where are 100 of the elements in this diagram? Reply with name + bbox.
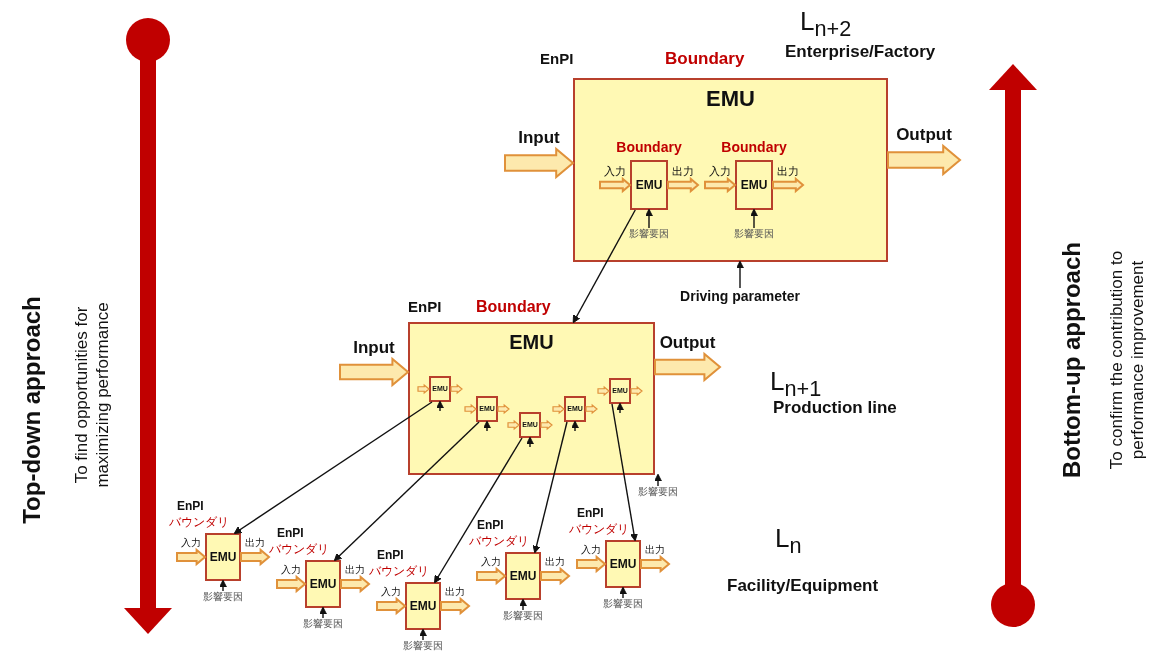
edge-label: 出力	[345, 564, 365, 576]
arrow	[736, 260, 744, 289]
enpi-label: EnPI	[408, 298, 442, 316]
emu-box	[519, 412, 541, 438]
arrow	[526, 436, 534, 448]
arrow	[233, 401, 433, 534]
arrow	[436, 400, 444, 412]
emu-box	[564, 396, 586, 422]
block-arrow	[585, 403, 598, 415]
block-arrow	[552, 403, 565, 415]
emu-label: EMU	[208, 549, 238, 565]
boundary-label: バウンダリ	[469, 534, 529, 549]
enpi-label: EnPI	[277, 526, 304, 541]
edge-label: 出力	[777, 164, 799, 178]
block-arrow	[540, 419, 553, 431]
block-arrow	[640, 554, 671, 574]
level-label: L$_{n}$	[775, 523, 802, 560]
arrow	[419, 628, 427, 641]
emu-box	[609, 378, 631, 404]
edge-label: 出力	[672, 164, 694, 178]
block-arrow	[540, 566, 571, 586]
block-arrow	[339, 356, 410, 388]
arrow	[333, 421, 480, 562]
block-arrow	[597, 385, 610, 397]
level-name: Enterprise/Factory	[785, 42, 936, 63]
edge-label: 出力	[445, 586, 465, 598]
block-arrow	[176, 547, 207, 567]
block-arrow	[667, 176, 700, 194]
boundary-label: バウンダリ	[169, 515, 229, 530]
emu-label: EMU	[408, 598, 438, 614]
arrow	[654, 473, 662, 487]
block-arrow	[576, 554, 607, 574]
block-arrow	[497, 403, 510, 415]
approach-description: To confirm the contribution to performance improvement	[1105, 249, 1148, 472]
enpi-label: EnPI	[577, 506, 604, 521]
arrow	[619, 586, 627, 599]
arrow	[572, 209, 636, 324]
edge-label: Output	[896, 124, 952, 145]
enpi-label: EnPI	[177, 499, 204, 514]
boundary-label: バウンダリ	[369, 564, 429, 579]
enpi-label: EnPI	[477, 518, 504, 533]
level-name: Facility/Equipment	[727, 576, 879, 597]
block-arrow	[476, 566, 507, 586]
block-arrow	[630, 385, 643, 397]
edge-label: 出力	[645, 544, 665, 556]
emu-label: EMU	[608, 556, 638, 572]
factor-text: 影響要因	[401, 640, 445, 654]
arrow	[616, 402, 624, 414]
edge-label: 入力	[381, 586, 401, 598]
boundary-label: バウンダリ	[269, 542, 329, 557]
boundary-label: Boundary	[615, 139, 683, 156]
boundary-label: Boundary	[665, 49, 745, 70]
enpi-label: EnPI	[377, 548, 404, 563]
block-arrow	[504, 146, 575, 180]
factor-text: 影響要因	[301, 618, 345, 632]
factor-text: 影響要因	[732, 228, 776, 242]
arrow	[483, 420, 491, 432]
block-arrow	[599, 176, 632, 194]
edge-label: 入力	[604, 164, 626, 178]
arrow	[219, 579, 227, 592]
factor-text: 影響要因	[627, 228, 671, 242]
edge-label: 入力	[581, 544, 601, 556]
emu-label: EMU	[308, 576, 338, 592]
factor-text: 影響要因	[601, 598, 645, 612]
approach-description: To find opportunities for maximizing performance	[70, 301, 113, 490]
block-arrow	[654, 351, 722, 383]
emu-label: EMU	[634, 177, 664, 193]
block-arrow	[276, 574, 307, 594]
block-arrow	[417, 383, 430, 395]
block-arrow	[340, 574, 371, 594]
factor-text: 影響要因	[501, 610, 545, 624]
arrow	[571, 420, 579, 432]
arrow	[519, 598, 527, 611]
edge-label: Input	[353, 337, 395, 358]
emu-box	[429, 376, 451, 402]
approach-title: Top-down approach	[17, 295, 46, 526]
arrow	[532, 421, 568, 554]
block-arrow	[507, 419, 520, 431]
emu-label: EMU	[739, 177, 769, 193]
edge-label: 出力	[545, 556, 565, 568]
arrow	[434, 437, 523, 584]
factor-text: 影響要因	[201, 591, 245, 605]
block-arrow	[887, 143, 962, 177]
emu-label: EMU	[508, 330, 555, 354]
block-arrow	[376, 596, 407, 616]
arrow	[750, 208, 758, 229]
arrow	[611, 403, 638, 542]
edge-label: Output	[659, 332, 716, 353]
factor-text: 影響要因	[635, 486, 681, 500]
block-arrow	[450, 383, 463, 395]
emu-box	[476, 396, 498, 422]
level-label: L$_{n+2}$	[800, 6, 852, 43]
block-arrow	[240, 547, 271, 567]
parameter-text: Driving parameter	[655, 288, 825, 306]
edge-label: 入力	[181, 537, 201, 549]
edge-label: 入力	[281, 564, 301, 576]
enpi-label: EnPI	[540, 50, 574, 68]
boundary-label: バウンダリ	[569, 522, 629, 537]
emu-label: EMU	[508, 568, 538, 584]
edge-label: 入力	[709, 164, 731, 178]
